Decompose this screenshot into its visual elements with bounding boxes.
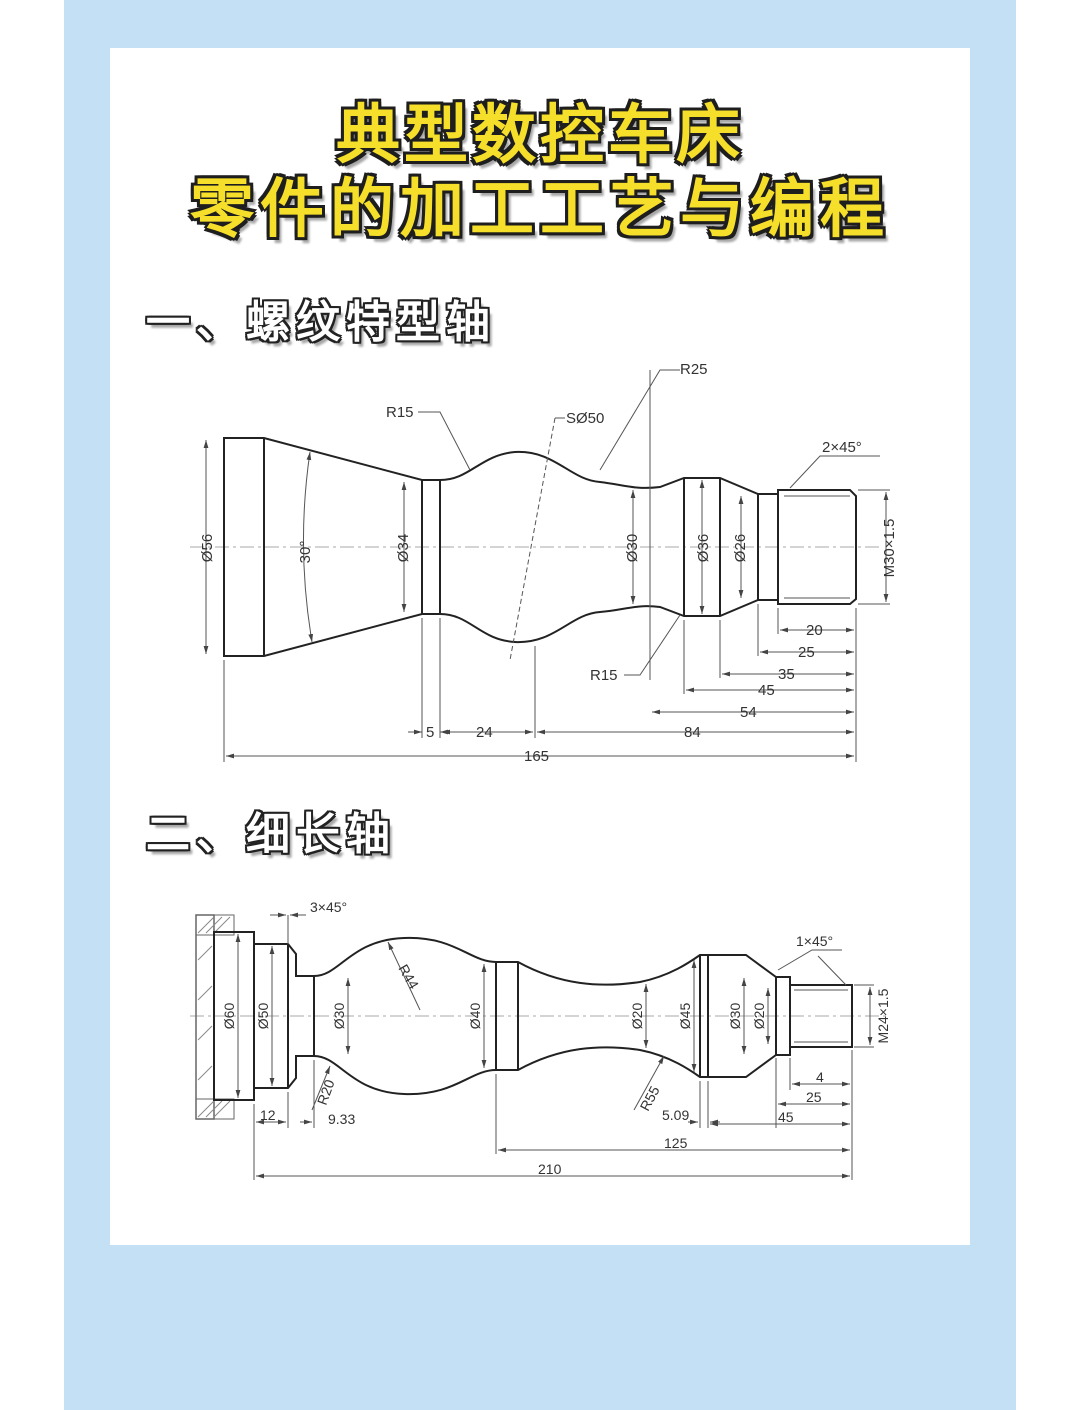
shaft-1-outline bbox=[223, 437, 857, 657]
label-thread-m24: M24×1.5 bbox=[875, 988, 891, 1043]
section-heading-2: 二、细长轴 bbox=[146, 809, 396, 860]
label-d50: Ø50 bbox=[255, 1003, 271, 1030]
label-d26: Ø26 bbox=[732, 534, 749, 562]
label-len-54: 54 bbox=[740, 704, 757, 721]
label-d20b: Ø20 bbox=[751, 1003, 767, 1030]
label-d56: Ø56 bbox=[199, 534, 216, 562]
label-d60: Ø60 bbox=[221, 1003, 237, 1030]
label-chamfer-2x45: 2×45° bbox=[822, 439, 862, 456]
label-r20: R20 bbox=[314, 1077, 338, 1107]
label-d34: Ø34 bbox=[395, 534, 412, 562]
shaft-2-outline bbox=[213, 931, 853, 1101]
label-len-24: 24 bbox=[476, 724, 493, 741]
label-len-125: 125 bbox=[664, 1135, 688, 1151]
label-len-35: 35 bbox=[778, 666, 795, 683]
label-len-9-33: 9.33 bbox=[328, 1111, 355, 1127]
page-title-line-1: 典型数控车床 bbox=[336, 99, 744, 173]
label-len-25: 25 bbox=[798, 644, 815, 661]
label-len-4: 4 bbox=[816, 1069, 824, 1085]
label-len-45: 45 bbox=[758, 682, 775, 699]
label-angle-30: 30° bbox=[297, 541, 314, 564]
label-s050: SØ50 bbox=[566, 410, 604, 427]
page-title-line-2: 零件的加工工艺与编程 bbox=[190, 173, 890, 247]
label-d45: Ø45 bbox=[677, 1003, 693, 1030]
label-d40: Ø40 bbox=[467, 1003, 483, 1030]
label-chamfer-3x45: 3×45° bbox=[310, 899, 347, 915]
section-heading-1: 一、螺纹特型轴 bbox=[146, 297, 496, 348]
label-len-210: 210 bbox=[538, 1161, 562, 1177]
label-len-5: 5 bbox=[426, 724, 434, 741]
label-r15-top: R15 bbox=[386, 404, 414, 421]
label-len-5-09: 5.09 bbox=[662, 1107, 689, 1123]
label-len-45b: 45 bbox=[778, 1109, 794, 1125]
label-chamfer-1x45: 1×45° bbox=[796, 933, 833, 949]
label-r25: R25 bbox=[680, 361, 708, 378]
label-d30a: Ø30 bbox=[331, 1003, 347, 1030]
label-thread-m30: M30×1.5 bbox=[881, 519, 898, 578]
label-d30b: Ø30 bbox=[727, 1003, 743, 1030]
label-d20a: Ø20 bbox=[629, 1003, 645, 1030]
drawing-threaded-shaft: Ø56 30° Ø34 Ø30 Ø36 Ø26 M30×1.5 R25 R15 … bbox=[190, 361, 898, 765]
label-r55: R55 bbox=[637, 1083, 663, 1113]
label-len-165: 165 bbox=[524, 748, 549, 765]
label-r15-bottom: R15 bbox=[590, 667, 618, 684]
label-r44: R44 bbox=[395, 962, 422, 992]
label-len-25b: 25 bbox=[806, 1089, 822, 1105]
label-len-84: 84 bbox=[684, 724, 701, 741]
label-d36: Ø36 bbox=[695, 534, 712, 562]
label-d30: Ø30 bbox=[624, 534, 641, 562]
drawing-slender-shaft: Ø60 Ø50 Ø30 Ø40 Ø20 Ø45 Ø30 Ø20 M24×1.5 … bbox=[190, 899, 891, 1180]
chuck-jaw bbox=[195, 914, 215, 1120]
label-len-20: 20 bbox=[806, 622, 823, 639]
label-len-12: 12 bbox=[260, 1107, 276, 1123]
